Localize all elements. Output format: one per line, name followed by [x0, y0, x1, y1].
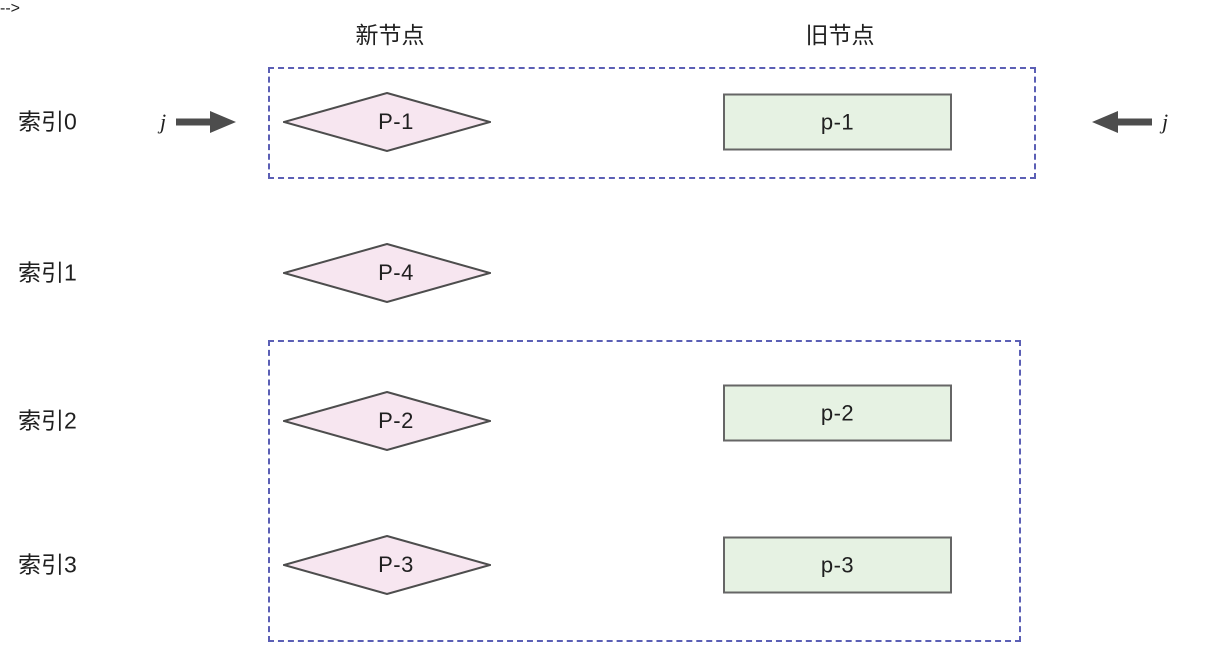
new-node-diamond-p-2[interactable]: P-2 [283, 391, 491, 451]
diamond-shape-icon [283, 243, 491, 303]
pointer-right-label: j [1162, 109, 1169, 134]
row-index-label-1: 索引1 [18, 259, 77, 286]
row-index-label-3: 索引3 [18, 551, 77, 578]
row-index-label-0: 索引0 [18, 108, 77, 135]
diamond-shape-icon [283, 391, 491, 451]
row-index-label-2: 索引2 [18, 407, 77, 434]
old-node-rect-p-2[interactable]: p-2 [723, 384, 952, 442]
arrow-right-icon [176, 111, 237, 133]
pointer-right-j: j [1090, 109, 1168, 135]
old-node-rect-p-1[interactable]: p-1 [723, 93, 952, 151]
diamond-shape-icon [283, 92, 491, 152]
diamond-shape-icon [283, 535, 491, 595]
column-heading-old-nodes: 旧节点 [805, 22, 875, 48]
arrow-left-icon [1092, 111, 1152, 133]
pointer-left-label: j [160, 109, 167, 134]
new-node-diamond-p-4[interactable]: P-4 [283, 243, 491, 303]
matched-group-box-bottom [268, 340, 1021, 642]
pointer-left-j: j [160, 109, 238, 135]
column-heading-new-nodes: 新节点 [355, 22, 425, 48]
new-node-diamond-p-3[interactable]: P-3 [283, 535, 491, 595]
old-node-rect-p-3[interactable]: p-3 [723, 536, 952, 594]
new-node-diamond-p-1[interactable]: P-1 [283, 92, 491, 152]
matched-group-box-top [268, 67, 1036, 179]
